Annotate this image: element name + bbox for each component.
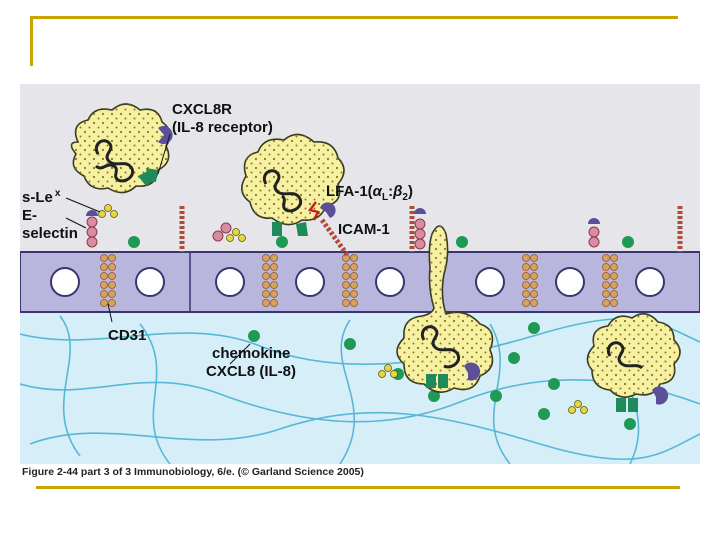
leukocyte-nucleus	[607, 341, 644, 370]
leukocyte-migrating	[586, 313, 681, 398]
endothelial-nucleus	[215, 267, 245, 297]
leukocyte-rolling	[70, 103, 171, 194]
cxcl8r-label-line2: (IL-8 receptor)	[172, 119, 273, 136]
title-rule-left	[30, 16, 33, 66]
cxcl8r-receptor-icon	[464, 362, 481, 381]
selectin-heads	[86, 216, 600, 250]
endothelial-nucleus	[635, 267, 665, 297]
integrin-icon	[616, 398, 638, 412]
e-selectin-label-line2: selectin	[22, 225, 78, 242]
footer-rule	[36, 486, 680, 489]
chemokine-label-line2: CXCL8 (IL-8)	[206, 363, 296, 380]
lfa1-label: LFA-1(αL:β2)	[326, 183, 413, 203]
icam1-molecule	[319, 218, 351, 258]
slex-ligands	[98, 204, 588, 414]
endothelium-layer	[20, 251, 700, 313]
cxcl8r-label-line1: CXCL8R	[172, 101, 232, 118]
integrin-icon	[272, 222, 308, 236]
e-selectin-molecules	[179, 206, 683, 252]
integrin-icon	[426, 374, 448, 388]
integrin-icon	[138, 168, 158, 186]
endothelial-nucleus	[475, 267, 505, 297]
cd31-junctions	[100, 254, 618, 307]
e-selectin-label-line1: E-	[22, 207, 37, 224]
cd31-junction	[342, 254, 358, 307]
cxcl8r-receptor-icon	[652, 386, 669, 405]
endothelial-nucleus	[555, 267, 585, 297]
chemokine-label-line1: chemokine	[212, 345, 290, 362]
leukocyte-nucleus	[263, 169, 303, 213]
cd31-junction	[522, 254, 538, 307]
cd31-junction	[602, 254, 618, 307]
cd31-junction	[262, 254, 278, 307]
icam1-label: ICAM-1	[338, 221, 390, 238]
cxcl8r-receptor-icon	[158, 126, 173, 144]
leukocyte-extravasation-diagram: CXCL8R (IL-8 receptor) s-Lex E- selectin…	[20, 84, 700, 464]
endothelial-nucleus	[50, 267, 80, 297]
cd31-label: CD31	[108, 327, 146, 344]
endothelial-nucleus	[375, 267, 405, 297]
endothelial-nucleus	[135, 267, 165, 297]
cd31-junction	[100, 254, 116, 307]
tissue-background	[20, 312, 700, 464]
receptor-cups	[86, 208, 600, 224]
leukocyte-nucleus	[421, 325, 461, 369]
lfa1-icam1-bond	[307, 201, 320, 221]
endothelial-nucleus	[295, 267, 325, 297]
leukocyte-nucleus	[94, 139, 135, 183]
figure-caption: Figure 2-44 part 3 of 3 Immunobiology, 6…	[22, 466, 364, 478]
leukocyte-arrested	[241, 133, 345, 226]
leukocyte-transmigrating	[396, 225, 494, 393]
label-leader-lines	[65, 133, 251, 365]
lfa1-receptor-icon	[320, 202, 336, 218]
title-rule-top	[30, 16, 678, 19]
